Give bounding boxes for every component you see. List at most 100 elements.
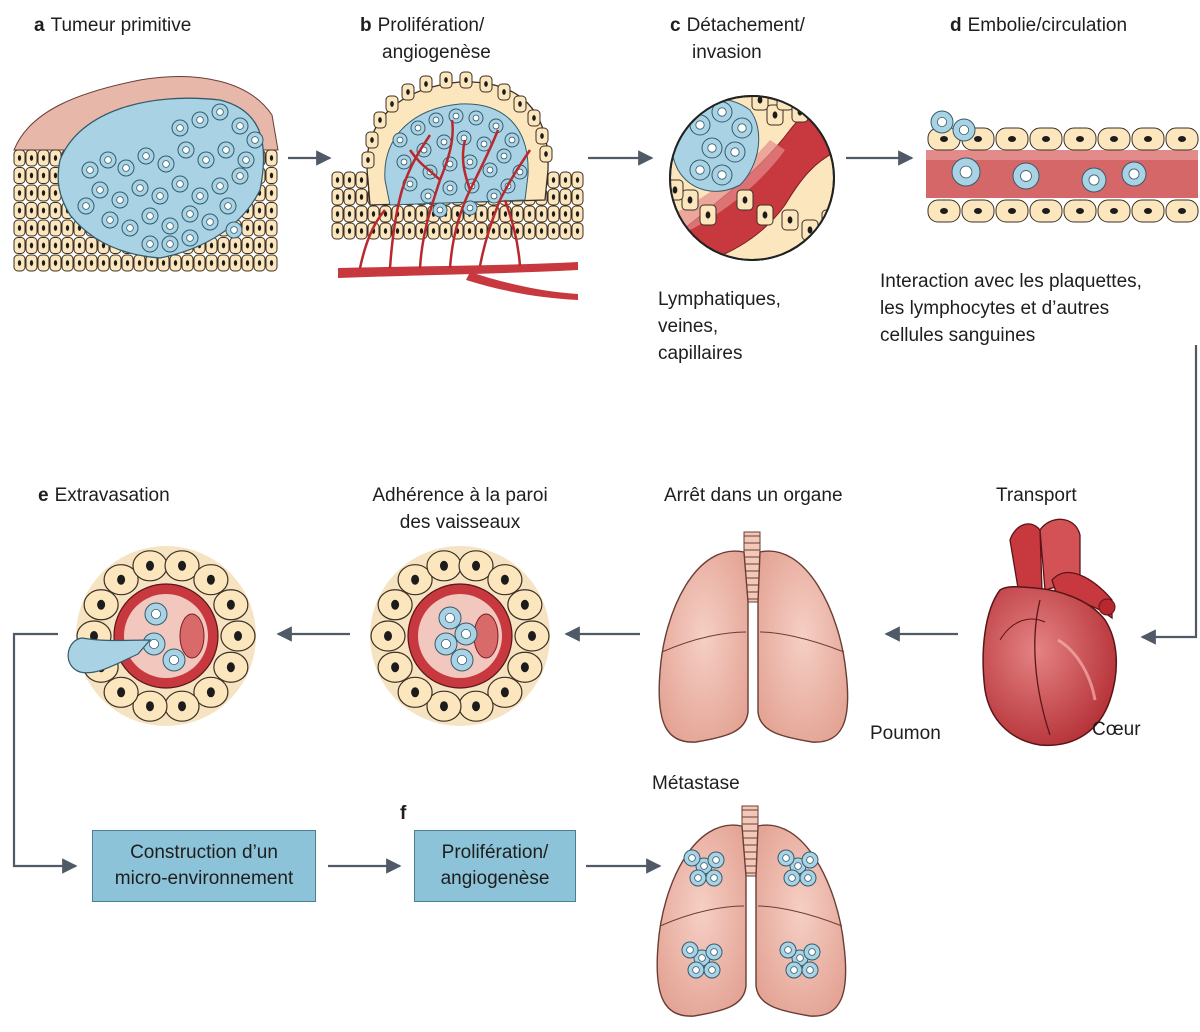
cell-nucleus — [406, 89, 410, 95]
cell-nucleus — [270, 243, 273, 249]
cell-nucleus — [940, 136, 948, 142]
tumor-cell-nucleus — [1089, 175, 1099, 185]
connector-arrow — [1142, 345, 1196, 637]
tumor-cell-nucleus — [797, 955, 804, 962]
tumor-cell-nucleus — [105, 157, 112, 164]
cell-nucleus — [444, 228, 447, 234]
tumor-cell-nucleus — [217, 183, 224, 190]
cell-nucleus — [1144, 208, 1152, 214]
invasion-illustration — [667, 90, 840, 265]
cell-nucleus — [18, 260, 21, 266]
cell-nucleus — [210, 260, 213, 266]
tumor-cell-nucleus — [177, 125, 184, 132]
cell-nucleus — [54, 225, 57, 231]
cell-nucleus — [258, 225, 261, 231]
cell-nucleus — [521, 600, 529, 610]
cell-nucleus — [464, 77, 468, 83]
step-c-line2: invasion — [692, 42, 762, 63]
cell-nucleus — [348, 177, 351, 183]
cell-nucleus — [270, 260, 273, 266]
cell-nucleus — [1008, 208, 1016, 214]
cell-nucleus — [396, 228, 399, 234]
heart-illustration — [983, 519, 1116, 745]
cell-nucleus — [78, 260, 81, 266]
step-a-letter: a — [34, 15, 45, 36]
cell-nucleus — [1178, 208, 1186, 214]
transport-label: Transport — [996, 482, 1077, 509]
cell-nucleus — [516, 228, 519, 234]
tumor-cell-nucleus — [187, 235, 194, 242]
tumor-cell-nucleus — [711, 875, 718, 882]
cell-nucleus — [808, 226, 813, 233]
tumor-cell-nucleus — [708, 144, 716, 152]
cell-nucleus — [117, 575, 125, 585]
cell-nucleus — [1178, 136, 1186, 142]
cell-nucleus — [378, 117, 382, 123]
cell-nucleus — [54, 173, 57, 179]
step-f-letter: f — [400, 800, 406, 827]
red-blood-cell — [180, 614, 204, 658]
cell-nucleus — [576, 194, 579, 200]
cell-nucleus — [270, 190, 273, 196]
cell-nucleus — [576, 211, 579, 217]
cell-nucleus — [576, 228, 579, 234]
cell-nucleus — [178, 561, 186, 571]
cell-nucleus — [18, 173, 21, 179]
tumor-cell-nucleus — [937, 117, 946, 126]
cell-nucleus — [138, 260, 141, 266]
cell-nucleus — [54, 190, 57, 196]
cell-nucleus — [391, 662, 399, 672]
tumor-cell-nucleus — [237, 123, 244, 130]
step-d-letter: d — [950, 15, 962, 36]
left-lung — [657, 825, 746, 1016]
tumor-cell-nucleus — [203, 157, 210, 164]
tumor-cell-nucleus — [795, 863, 802, 870]
cell-nucleus — [1110, 136, 1118, 142]
tumor-cell-nucleus — [237, 173, 244, 180]
right-lung — [756, 825, 846, 1016]
tumor-cell-nucleus — [807, 967, 814, 974]
cell-nucleus — [18, 155, 21, 161]
cell-nucleus — [117, 687, 125, 697]
cell-nucleus — [90, 243, 93, 249]
tumor-cell-nucleus — [137, 185, 144, 192]
tumor-cell-nucleus — [87, 167, 94, 174]
cell-nucleus — [688, 196, 693, 203]
cell-nucleus — [1076, 136, 1084, 142]
cell-nucleus — [974, 136, 982, 142]
cell-nucleus — [54, 155, 57, 161]
tumor-cell-nucleus — [487, 167, 493, 173]
tumor-cell-nucleus — [217, 109, 224, 116]
cell-nucleus — [540, 228, 543, 234]
tumor-cell-nucleus — [687, 947, 694, 954]
cell-nucleus — [1110, 208, 1118, 214]
adherence-line2: des vaisseaux — [340, 509, 580, 536]
tumor-cell-nucleus — [167, 223, 174, 230]
tumor-cell-nucleus — [693, 967, 700, 974]
cell-nucleus — [222, 260, 225, 266]
cell-nucleus — [516, 211, 519, 217]
step-c-label: cDétachement/invasion — [670, 12, 805, 66]
adherence-line1: Adhérence à la paroi — [340, 482, 580, 509]
tumor-cell-nucleus — [689, 855, 696, 862]
cell-nucleus — [472, 561, 480, 571]
tumor-cell-nucleus — [805, 875, 812, 882]
cell-nucleus — [502, 89, 506, 95]
cell-nucleus — [174, 260, 177, 266]
tumor-cell-nucleus — [731, 148, 739, 156]
cell-nucleus — [258, 208, 261, 214]
metastatic-lungs-illustration — [657, 806, 846, 1016]
tumor-cell-nucleus — [791, 967, 798, 974]
cell-nucleus — [564, 211, 567, 217]
cell-nucleus — [270, 208, 273, 214]
tumor-cell-nucleus — [509, 137, 515, 143]
cell-nucleus — [227, 600, 235, 610]
cell-nucleus — [504, 228, 507, 234]
cell-nucleus — [440, 561, 448, 571]
normal-cell — [822, 210, 838, 230]
cell-nucleus — [66, 260, 69, 266]
cell-nucleus — [1076, 208, 1084, 214]
tumor-cell-nucleus — [157, 193, 164, 200]
tumor-cell-nucleus — [123, 165, 130, 172]
cell-nucleus — [146, 701, 154, 711]
